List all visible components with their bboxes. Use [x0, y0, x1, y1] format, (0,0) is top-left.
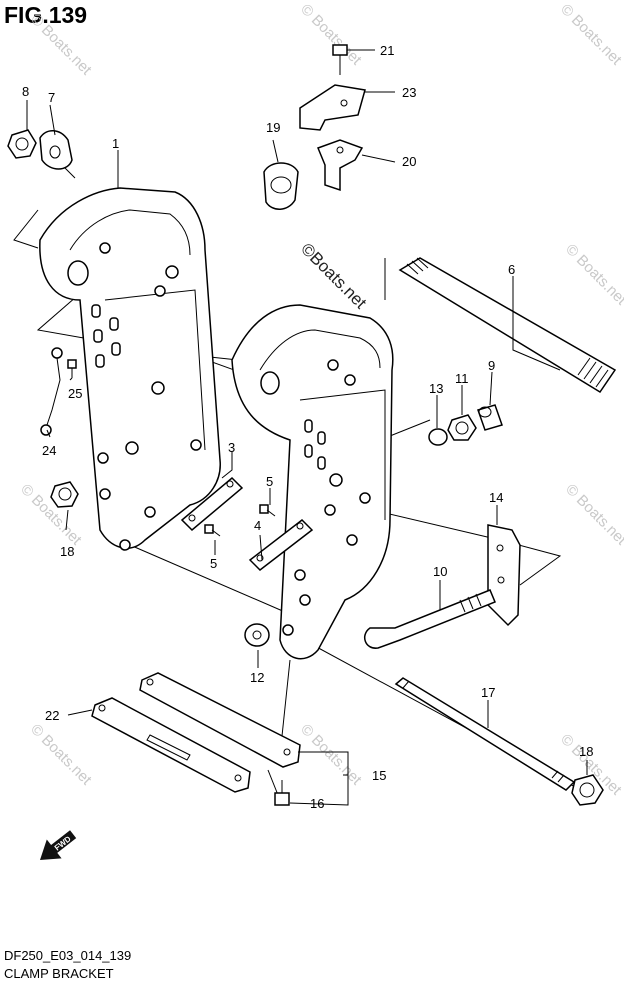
callout-19: 19: [266, 120, 280, 135]
plate-22: [91, 697, 251, 793]
callout-1: 1: [112, 136, 119, 151]
watermark-faint: © Boats.net: [557, 1, 624, 69]
callout-3: 3: [228, 440, 235, 455]
bushing: [477, 404, 503, 431]
plate-4: [248, 519, 314, 571]
knob-19: [263, 162, 299, 210]
nut-18-right: [571, 774, 604, 806]
watermark-main: ©Boats.net: [297, 239, 370, 312]
diagram-code: DF250_E03_014_139: [4, 948, 132, 963]
watermark-faint: © Boats.net: [562, 481, 624, 549]
screw-25: [67, 359, 77, 378]
anode-plate: [487, 524, 521, 627]
bracket-23: [299, 84, 366, 131]
nut: [447, 414, 477, 441]
clamp-bracket-left: [39, 187, 221, 551]
screw-5a: [204, 524, 221, 537]
watermark-faint: © Boats.net: [297, 1, 365, 69]
washer-12: [244, 623, 270, 647]
long-bolt: [363, 589, 496, 649]
callout-leaders: [26, 49, 588, 806]
callout-22: 22: [45, 708, 59, 723]
callout-4: 4: [254, 518, 261, 533]
callout-18b: 18: [579, 744, 593, 759]
ground-wire: [40, 347, 63, 436]
plate-15: [139, 672, 301, 768]
fwd-arrow-icon: FWD: [40, 830, 77, 860]
bracket-20: [317, 139, 364, 192]
nut-18-left: [50, 481, 79, 508]
callout-24: 24: [42, 443, 56, 458]
watermark-faint: © Boats.net: [562, 241, 624, 309]
callout-11: 11: [455, 371, 469, 386]
washer: [428, 428, 448, 446]
callout-5a: 5: [266, 474, 273, 489]
callout-labels: 1 3 4 5 5 6 7 8 9 10 11 12 13 14 15 16 1…: [22, 43, 593, 811]
callout-17: 17: [481, 685, 495, 700]
tilt-tube: [398, 257, 617, 394]
callout-6: 6: [508, 262, 515, 277]
bolt-16: [274, 780, 290, 806]
watermark-faint: © Boats.net: [297, 721, 365, 789]
callout-7: 7: [48, 90, 55, 105]
callout-23: 23: [402, 85, 416, 100]
plate-7: [39, 130, 76, 179]
callout-25: 25: [68, 386, 82, 401]
callout-5b: 5: [210, 556, 217, 571]
callout-16: 16: [310, 796, 324, 811]
callout-10: 10: [433, 564, 447, 579]
watermark-faint: © Boats.net: [27, 11, 95, 79]
watermark-faint: © Boats.net: [27, 721, 95, 789]
callout-14: 14: [489, 490, 503, 505]
callout-15: 15: [372, 768, 386, 783]
plate-3: [180, 476, 244, 532]
callout-18a: 18: [60, 544, 74, 559]
callout-21: 21: [380, 43, 394, 58]
callout-9: 9: [488, 358, 495, 373]
callout-8: 8: [22, 84, 29, 99]
clamp-bracket-right: [231, 304, 394, 660]
callout-13: 13: [429, 381, 443, 396]
diagram-caption: CLAMP BRACKET: [4, 966, 114, 981]
callout-12: 12: [250, 670, 264, 685]
nut-8: [7, 129, 37, 159]
figure-title: FIG.139: [4, 2, 88, 28]
screw-5b: [259, 504, 276, 517]
callout-20: 20: [402, 154, 416, 169]
